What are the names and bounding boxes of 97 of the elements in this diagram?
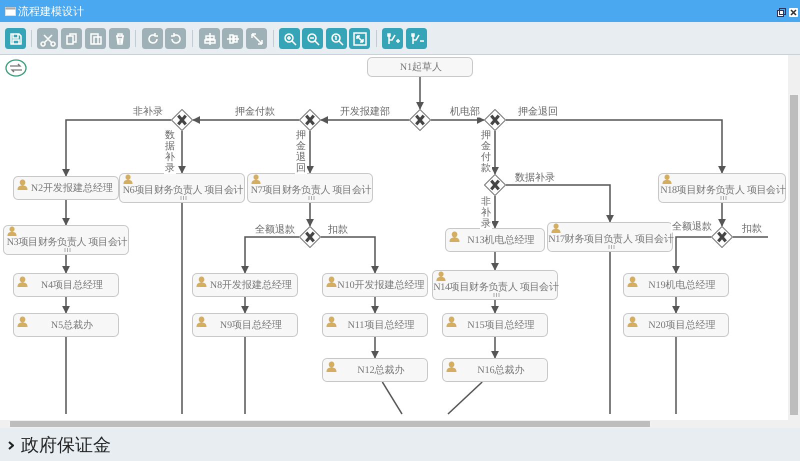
gateway-diamond [711,226,733,248]
task-label: N17财务项目负责人 项目会计 [548,234,674,245]
arrow [416,77,424,110]
arrow [506,119,726,174]
task-box [623,273,729,297]
task-label: N8开发报建总经理 [210,280,292,290]
task-box [192,313,298,337]
task-label: N10开发报建总经理 [337,280,425,290]
edge-label: 开发报建部 [339,106,391,118]
connector-line [733,236,768,238]
task-label: N11项目总经理 [348,320,414,330]
arrow [491,300,499,314]
task-label: N4项目总经理 [40,280,104,290]
gateway-diamond [299,226,321,248]
gateway-diamond [409,109,431,131]
gateway-diamond [171,109,193,131]
edge-label: 数据补录 [164,130,176,174]
task-box [192,273,298,297]
arrow [491,131,499,175]
connector-line [244,337,246,414]
edge-label: 数据补录 [514,172,556,184]
task-label: N13机电总经理 [467,234,535,246]
task-box [13,176,119,200]
task-box [658,173,786,203]
task-label: N5总裁办 [50,320,94,330]
gateway-diamond [484,174,506,196]
arrow [178,131,186,174]
arrow [672,297,680,314]
edge-label: 全额退款 [671,222,713,232]
task-box [432,270,558,300]
task-label: N9项目总经理 [220,320,282,330]
gateway-diamond [299,109,321,131]
arrow [306,203,314,227]
edge-label: 押金退回 [517,106,559,118]
task-box [13,273,119,297]
task-box [13,313,119,337]
connector-line [675,337,677,414]
task-label: N2开发报建总经理 [30,182,114,194]
edge-label: 机电部 [449,106,481,118]
task-box [119,173,245,203]
task-box [442,358,548,382]
task-label: N6项目财务负责人 项目会计 [122,185,244,196]
task-box [322,358,428,382]
edge-label: 扣款 [327,224,349,236]
task-box [3,225,129,255]
task-box [442,313,548,337]
task-label: N15项目总经理 [467,320,535,330]
task-label: N16总裁办 [477,364,525,376]
task-label: N20项目总经理 [648,320,716,330]
edge-label: 押金付款 [480,130,492,174]
section-title: 政府保证金 [21,434,111,457]
arrow [62,255,70,274]
task-label: N14项目财务负责人 项目会计 [433,282,559,293]
arrow [371,337,379,359]
task-box [445,228,545,252]
arrow [491,196,499,229]
arrow [491,337,499,359]
arrow [62,200,70,226]
task-label: N19机电总经理 [648,280,716,290]
arrow [506,184,614,223]
arrow [320,116,409,124]
task-box [322,273,428,297]
task-box [322,313,428,337]
window-title: 流程建模设计 [18,4,84,19]
edge-label: 非补录 [480,196,492,230]
task-box [367,57,473,77]
task-label: N12总裁办 [357,364,405,376]
arrow [431,116,485,124]
gateway-diamond [484,109,506,131]
arrow [321,236,379,274]
arrow [62,297,70,314]
arrow [241,236,299,274]
task-box [247,173,373,203]
edge-label: 扣款 [741,224,763,234]
task-box [547,222,673,252]
connector-line [181,203,183,414]
task-box [623,313,729,337]
arrow [192,116,299,124]
task-label: N1起草人 [400,62,442,72]
edge-label: 押金付款 [234,106,276,118]
arrow [718,203,726,227]
connector-line [609,252,611,414]
task-label: N18项目财务负责人 项目会计 [660,185,786,196]
task-label: N7项目财务负责人 项目会计 [250,185,372,196]
edge-label: 全额退款 [254,224,296,236]
edge-label: 押金退回 [295,130,307,174]
arrow [306,131,314,174]
arrow [491,252,499,271]
task-label: N3项目财务负责人 项目会计 [6,237,128,248]
edge-label: 非补录 [132,106,164,118]
arrow [62,119,171,177]
arrow [241,297,249,314]
arrow [672,236,711,274]
connector-line [447,381,483,415]
arrow [371,297,379,314]
connector-line [65,337,67,414]
connector-line [382,382,403,414]
